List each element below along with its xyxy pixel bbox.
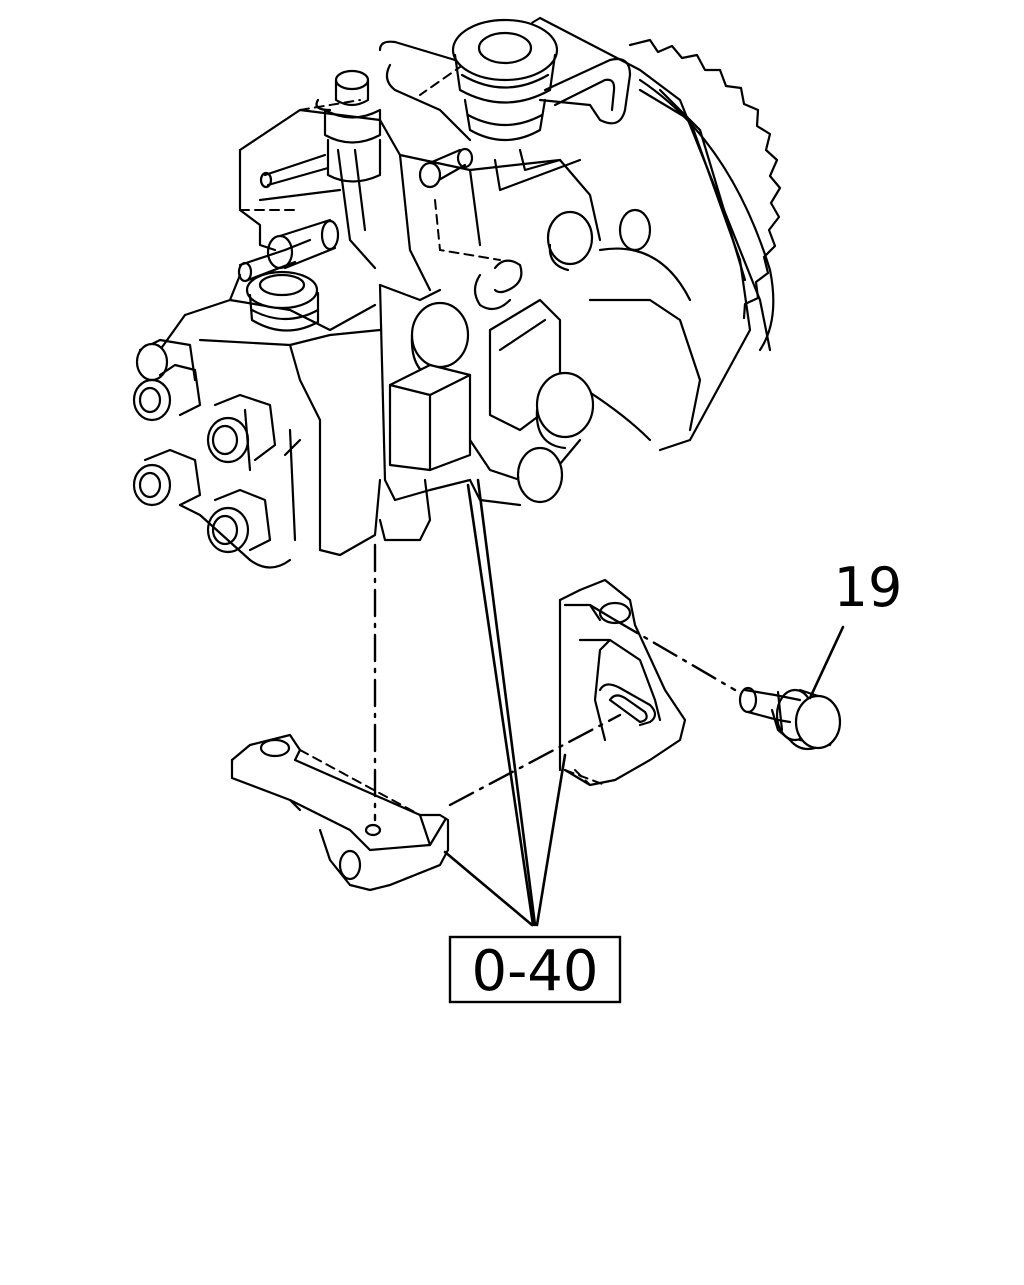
front-bracket <box>230 733 450 892</box>
top-fittings <box>259 18 632 270</box>
reference-box-frame <box>448 935 622 1004</box>
pump-housing <box>238 16 772 542</box>
reference-box-label: 0-40 <box>471 939 598 1004</box>
solenoid-block <box>388 363 472 472</box>
alignment-centerlines <box>373 543 737 822</box>
flange-bolt <box>738 686 842 751</box>
leader-lines <box>443 478 845 927</box>
drive-gear <box>628 38 782 352</box>
reference-callout-box: 0-40 <box>448 935 622 1004</box>
delivery-valve-head <box>132 218 382 569</box>
callout-part-number: 19 <box>834 556 903 619</box>
rear-bracket <box>558 578 687 787</box>
